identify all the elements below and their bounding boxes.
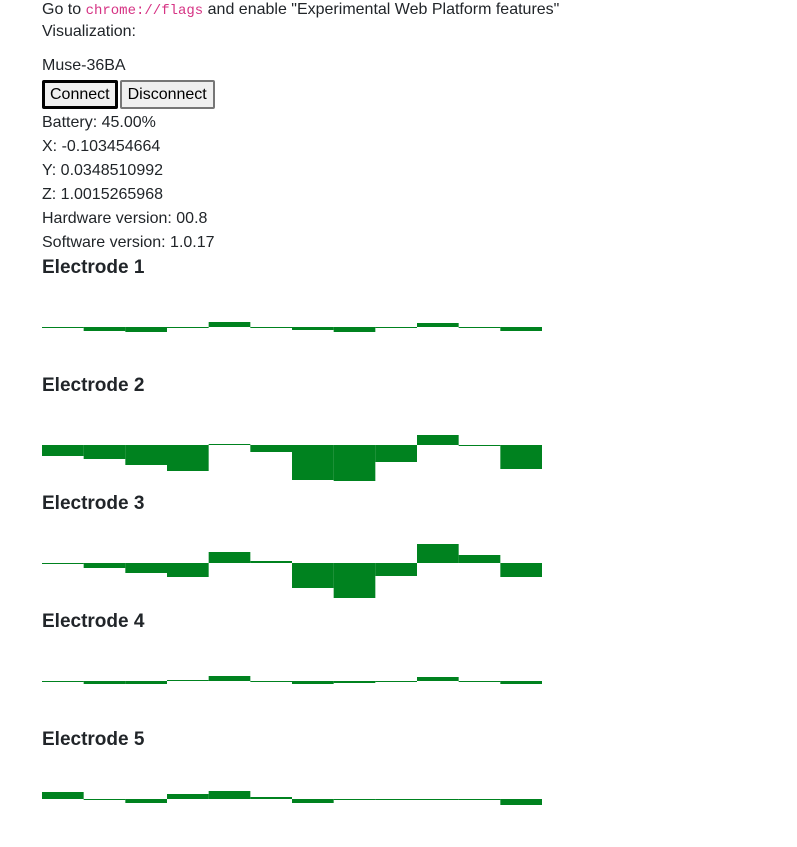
electrode-bar bbox=[250, 327, 292, 328]
electrode-bar bbox=[500, 799, 542, 805]
electrode-bar bbox=[333, 327, 376, 332]
electrode-bar bbox=[500, 563, 542, 577]
electrode-title: Electrode 1 bbox=[42, 257, 145, 278]
electrode-bar bbox=[125, 445, 167, 465]
electrode-bar bbox=[83, 799, 126, 800]
disconnect-button[interactable]: Disconnect bbox=[119, 80, 215, 109]
visualization-label: Visualization: bbox=[42, 23, 136, 40]
electrode-bar bbox=[250, 797, 292, 799]
main-content: Go to chrome://flags and enable "Experim… bbox=[42, 0, 782, 847]
electrode-bar bbox=[167, 445, 209, 471]
electrode-list: Electrode 1 Electrode 2 Electrode 3 Electro… bbox=[42, 257, 782, 847]
electrode-bar bbox=[333, 563, 376, 598]
electrode-bar bbox=[42, 563, 84, 564]
electrode-bar bbox=[167, 327, 209, 328]
electrode-bar bbox=[458, 799, 501, 800]
electrode-chart bbox=[42, 676, 542, 684]
electrode-bar bbox=[375, 799, 417, 800]
electrode-bar bbox=[458, 555, 501, 563]
button-row: Connect Disconnect bbox=[42, 80, 782, 113]
electrode-bar bbox=[125, 681, 167, 684]
electrode-bar bbox=[83, 681, 126, 684]
electrode-bar bbox=[333, 445, 376, 481]
battery-status: Battery: 45.00% bbox=[42, 114, 156, 131]
electrode-bar bbox=[42, 681, 84, 682]
electrode-bar bbox=[375, 445, 417, 462]
intro-suffix: and enable "Experimental Web Platform fe… bbox=[203, 1, 560, 18]
hardware-version: Hardware version: 00.8 bbox=[42, 210, 208, 227]
electrode-bar bbox=[375, 563, 417, 576]
electrode-chart bbox=[42, 791, 542, 805]
flags-code: chrome://flags bbox=[85, 3, 204, 19]
electrode-bar bbox=[208, 552, 251, 563]
electrode-bar bbox=[375, 327, 417, 328]
electrode-bar bbox=[167, 794, 209, 799]
electrode-bar bbox=[292, 799, 334, 803]
electrode-bar bbox=[250, 561, 292, 563]
electrode-1: Electrode 1 bbox=[42, 257, 782, 375]
electrode-bar bbox=[292, 327, 334, 330]
electrode-bar bbox=[333, 799, 376, 800]
electrode-chart bbox=[42, 544, 542, 598]
electrode-bar bbox=[417, 677, 459, 681]
electrode-3: Electrode 3 bbox=[42, 493, 782, 611]
accel-z: Z: 1.0015265968 bbox=[42, 186, 163, 203]
electrode-bar bbox=[458, 445, 501, 446]
electrode-bar bbox=[500, 445, 542, 469]
electrode-bar bbox=[417, 544, 459, 563]
accel-y: Y: 0.0348510992 bbox=[42, 162, 164, 179]
electrode-bar bbox=[208, 444, 251, 445]
electrode-bar bbox=[333, 681, 376, 683]
accel-x: X: -0.103454664 bbox=[42, 138, 161, 155]
electrode-bar bbox=[125, 799, 167, 803]
electrode-chart bbox=[42, 322, 542, 332]
electrode-title: Electrode 3 bbox=[42, 493, 145, 514]
electrode-bar bbox=[42, 792, 84, 799]
electrode-bar bbox=[500, 681, 542, 684]
software-version: Software version: 1.0.17 bbox=[42, 234, 215, 251]
electrode-bar bbox=[417, 435, 459, 445]
electrode-bar bbox=[292, 681, 334, 684]
electrode-bar bbox=[292, 563, 334, 588]
electrode-bar bbox=[417, 323, 459, 327]
electrode-bar bbox=[208, 791, 251, 799]
electrode-bar bbox=[125, 563, 167, 573]
electrode-5: Electrode 5 bbox=[42, 729, 782, 847]
electrode-bar bbox=[500, 327, 542, 331]
electrode-bar bbox=[167, 680, 209, 681]
electrode-bar bbox=[417, 799, 459, 800]
device-name: Muse-36BA bbox=[42, 57, 126, 74]
connect-button[interactable]: Connect bbox=[42, 80, 118, 109]
electrode-bar bbox=[42, 327, 84, 328]
electrode-bar bbox=[208, 322, 251, 327]
spacer bbox=[42, 46, 782, 56]
electrode-title: Electrode 5 bbox=[42, 729, 145, 750]
electrode-title: Electrode 2 bbox=[42, 375, 145, 396]
electrode-bar bbox=[42, 445, 84, 456]
intro-text: Go to chrome://flags and enable "Experim… bbox=[42, 0, 782, 22]
electrode-bar bbox=[208, 676, 251, 681]
electrode-bar bbox=[458, 681, 501, 682]
electrode-bar bbox=[250, 445, 292, 452]
intro-prefix: Go to bbox=[42, 1, 86, 18]
electrode-bar bbox=[250, 681, 292, 682]
electrode-bar bbox=[458, 327, 501, 328]
electrode-bar bbox=[83, 327, 126, 331]
electrode-4: Electrode 4 bbox=[42, 611, 782, 729]
electrode-bar bbox=[83, 563, 126, 568]
electrode-title: Electrode 4 bbox=[42, 611, 145, 632]
electrode-bar bbox=[83, 445, 126, 459]
electrode-bar bbox=[292, 445, 334, 480]
electrode-bar bbox=[375, 681, 417, 682]
electrode-bar bbox=[167, 563, 209, 577]
electrode-2: Electrode 2 bbox=[42, 375, 782, 493]
electrode-bar bbox=[125, 327, 167, 332]
electrode-chart bbox=[42, 435, 542, 481]
